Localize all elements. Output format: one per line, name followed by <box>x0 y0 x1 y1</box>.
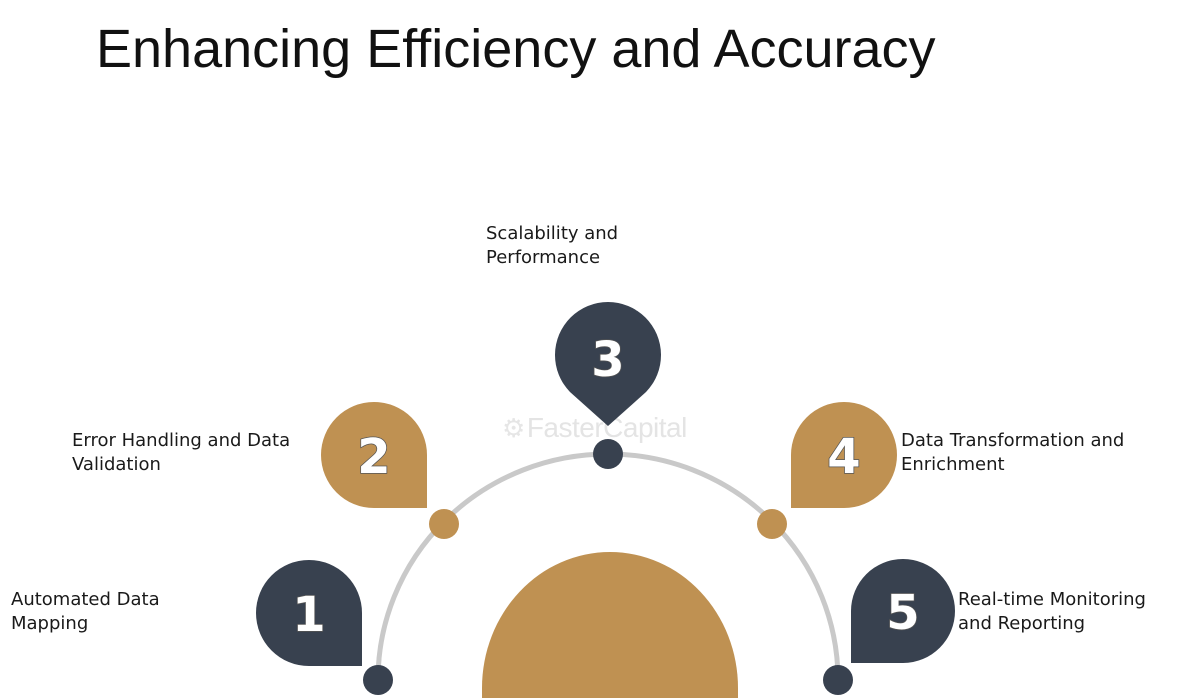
step-2-label: Error Handling and Data Validation <box>72 430 291 475</box>
step-4-marker: 4 <box>791 402 897 508</box>
step-5-marker: 5 <box>851 559 955 663</box>
step-4-dot <box>757 509 787 539</box>
step-1-marker: 1 <box>256 560 362 666</box>
step-2-marker: 2 <box>321 402 427 508</box>
step-2-dot <box>429 509 459 539</box>
step-3-marker: 3 <box>555 302 662 426</box>
step-3-number: 3 <box>591 332 624 388</box>
step-1-dot <box>363 665 393 695</box>
step-5-label: Real-time Monitoring and Reporting <box>958 589 1146 634</box>
step-4-number: 4 <box>827 429 860 485</box>
step-2-number: 2 <box>357 429 390 485</box>
page-title: Enhancing Efficiency and Accuracy <box>96 19 936 79</box>
step-5-dot <box>823 665 853 695</box>
watermark-logo-icon: ⚙ <box>502 413 525 443</box>
step-4-label: Data Transformation and Enrichment <box>901 430 1125 475</box>
step-5-number: 5 <box>886 585 919 641</box>
center-half-circle <box>482 552 738 698</box>
step-3-dot <box>593 439 623 469</box>
step-1-label: Automated Data Mapping <box>11 589 160 634</box>
step-3-label: Scalability and Performance <box>486 223 619 268</box>
step-1-number: 1 <box>292 587 325 643</box>
